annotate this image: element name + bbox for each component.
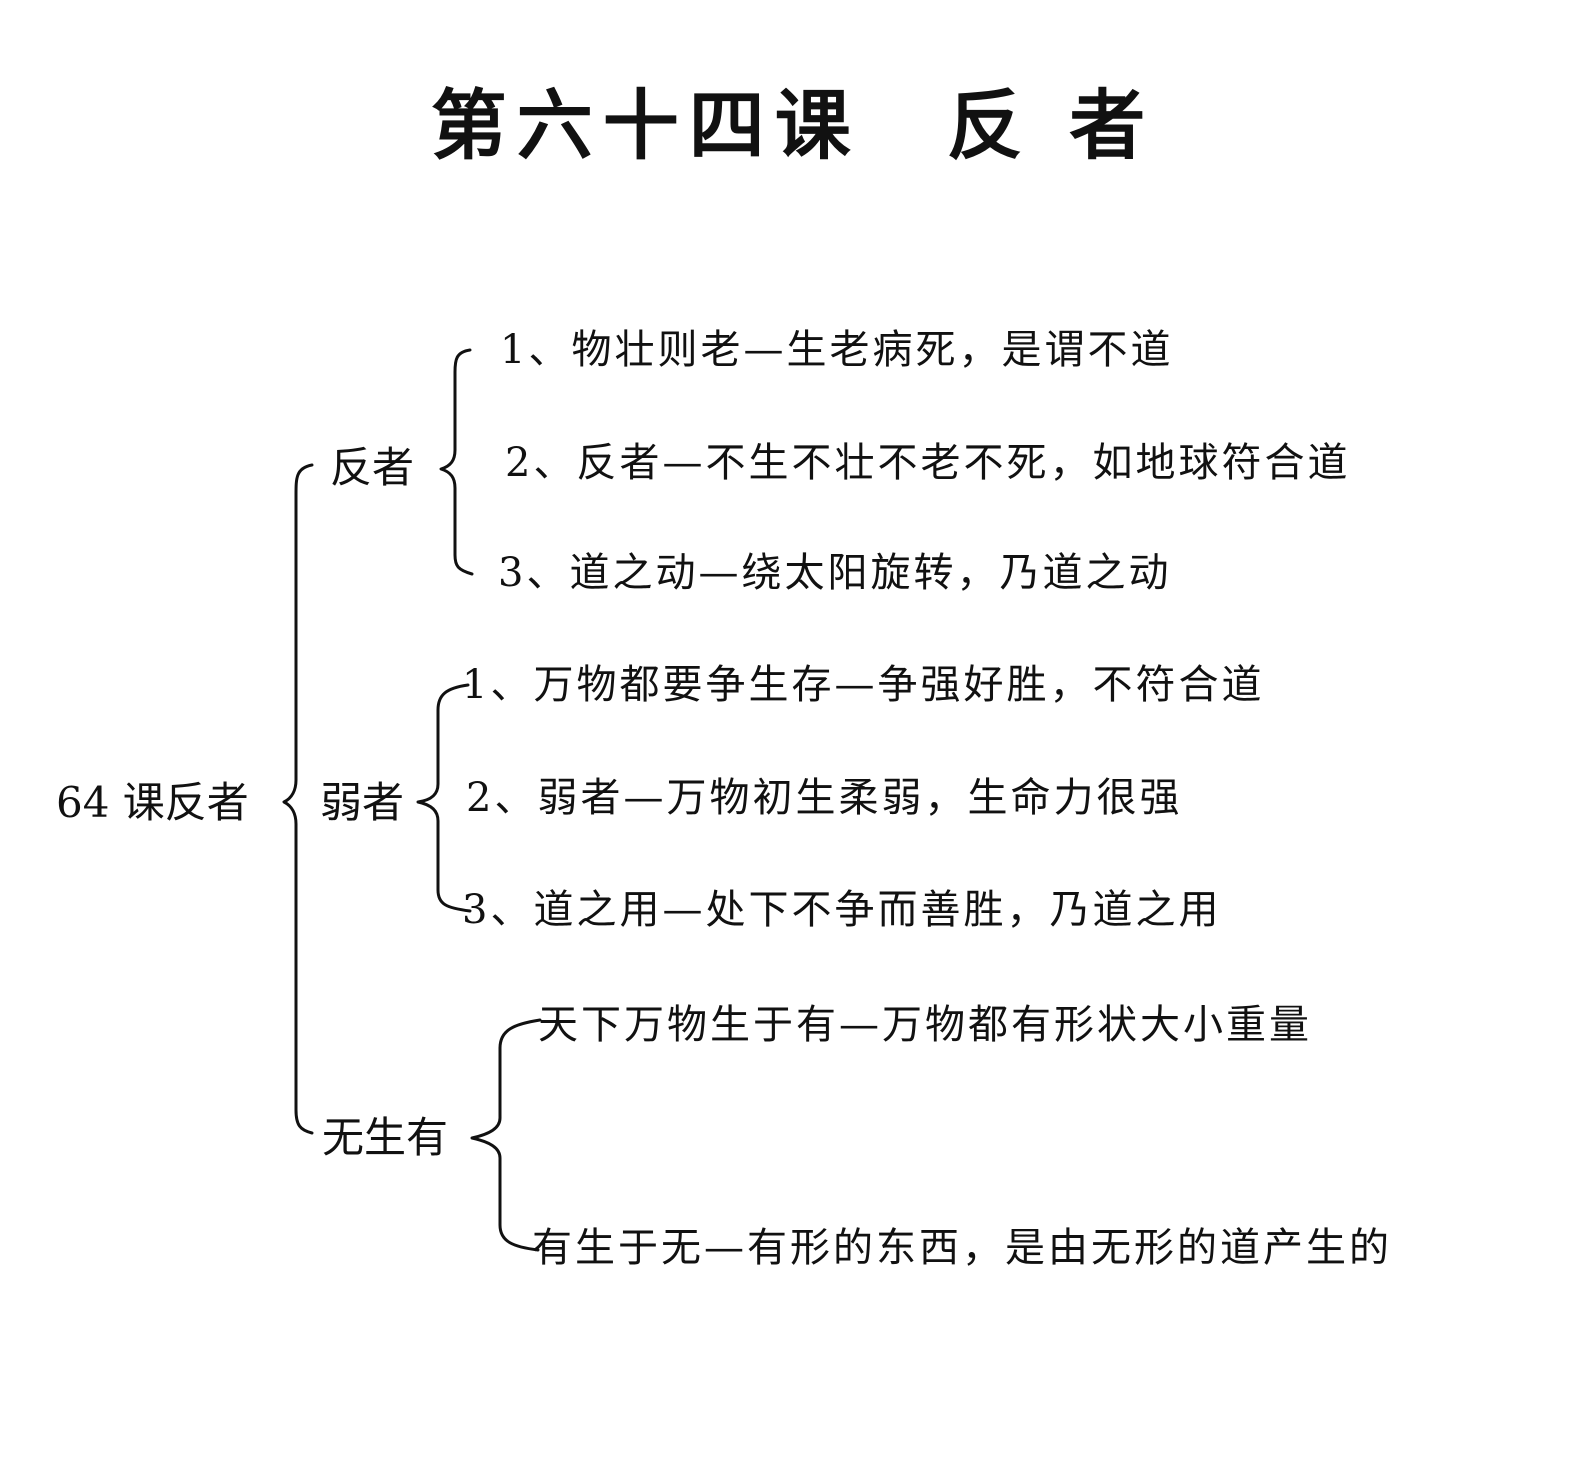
root-node: 64 课反者: [56, 778, 249, 827]
leaf-item: 1、万物都要争生存—争强好胜，不符合道: [462, 662, 1265, 708]
leaf-item: 3、道之动—绕太阳旋转，乃道之动: [498, 550, 1172, 596]
leaf-item: 有生于无—有形的东西，是由无形的道产生的: [532, 1225, 1392, 1271]
leaf-item: 1、物壮则老—生老病死，是谓不道: [500, 327, 1174, 373]
leaf-item: 天下万物生于有—万物都有形状大小重量: [538, 1002, 1312, 1048]
branch-fanzhe: 反者: [330, 443, 415, 492]
brace-fanzhe: [439, 348, 474, 576]
branch-ruozhe: 弱者: [320, 778, 405, 827]
page-title: 第六十四课 反 者: [430, 81, 1156, 170]
root-brace: [282, 463, 314, 1135]
leaf-item: 2、弱者—万物初生柔弱，生命力很强: [466, 775, 1183, 821]
brace-wushengyou: [470, 1018, 542, 1252]
leaf-item: 3、道之用—处下不争而善胜，乃道之用: [462, 887, 1222, 933]
branch-wushengyou: 无生有: [322, 1113, 449, 1162]
brace-ruozhe: [416, 683, 472, 913]
leaf-item: 2、反者—不生不壮不老不死，如地球符合道: [505, 440, 1351, 486]
